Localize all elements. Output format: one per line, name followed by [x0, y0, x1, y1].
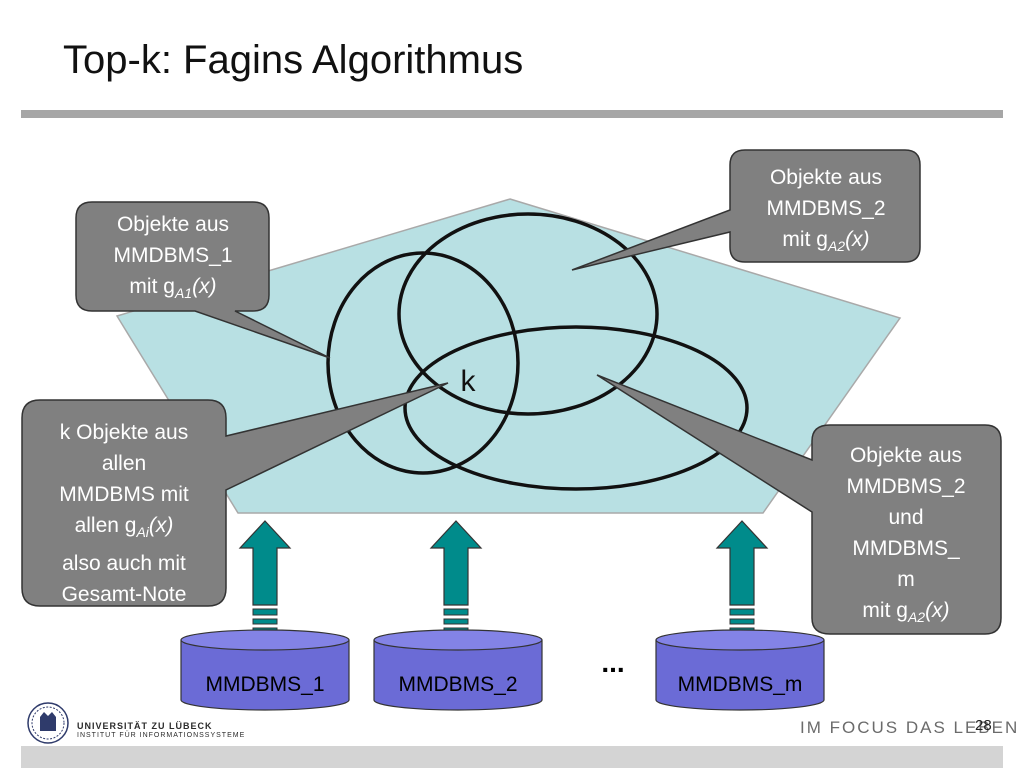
callout-2m-line2: MMDBMS_2	[846, 475, 966, 498]
callout-mmdbms2-line1: Objekte aus	[769, 166, 883, 189]
callout-2m-line1: Objekte aus	[849, 444, 963, 467]
callout-2m-g: mit g	[862, 599, 908, 622]
database-ellipsis: ...	[601, 647, 624, 678]
callout-2m-line3: und	[888, 506, 924, 529]
callout-2m-x: (x)	[925, 599, 950, 622]
callout-mmdbms1-text: Objekte aus MMDBMS_1 mit gA1(x)	[78, 209, 268, 309]
callout-mmdbms2-line3: mit gA2(x)	[732, 224, 920, 262]
callout-k-line2: allen	[101, 452, 147, 475]
set-ellipse-mmdbms2	[397, 212, 659, 416]
university-seal-logo	[27, 702, 69, 744]
callout-k-objects-text: k Objekte aus allen MMDBMS mit allen gAi…	[22, 417, 226, 610]
callout-mmdbms2-g: mit g	[782, 228, 828, 251]
intersection-k-label: k	[461, 365, 477, 398]
callout-mmdbms1-sub: A1	[174, 285, 193, 302]
arrow-up-mmdbms1	[238, 520, 292, 633]
arrow-up-mmdbmsm	[715, 520, 769, 633]
callout-mmdbms2-and-m	[596, 374, 1002, 635]
database-mmdbms1: MMDBMS_1	[180, 629, 350, 711]
database-mmdbms2: MMDBMS_2	[373, 629, 543, 711]
arrow-up-mmdbms2	[429, 520, 483, 633]
callout-2m-line5: m	[897, 568, 915, 591]
callout-mmdbms1	[75, 201, 331, 359]
page-number: 28	[975, 717, 992, 734]
callout-mmdbms2-and-m-text: Objekte aus MMDBMS_2 und MMDBMS_ m mit g…	[812, 440, 1000, 632]
institute-name: INSTITUT FÜR INFORMATIONSSYSTEME	[77, 732, 246, 739]
callout-2m-sub: A2	[907, 609, 926, 626]
callout-mmdbms1-line2: MMDBMS_1	[113, 244, 233, 267]
callout-mmdbms2-line2: MMDBMS_2	[766, 197, 886, 220]
title-divider	[21, 110, 1003, 118]
callout-k-sub: Ai	[136, 524, 149, 541]
callout-2m-line6: mit gA2(x)	[812, 595, 1000, 632]
database-label-mmdbmsm: MMDBMS_m	[678, 673, 803, 696]
callout-k-line4: allen gAi(x)	[22, 510, 226, 548]
set-ellipse-mmdbmsm	[403, 325, 749, 491]
callout-k-line1: k Objekte aus	[59, 421, 189, 444]
callout-k-line6: Gesamt-Note	[61, 583, 187, 607]
callout-mmdbms1-x: (x)	[192, 275, 217, 298]
callout-k-g: allen g	[74, 514, 137, 537]
callout-k-line5: also auch mit	[62, 552, 186, 576]
database-label-mmdbms1: MMDBMS_1	[205, 673, 324, 696]
footer-bar	[21, 746, 1003, 768]
callout-mmdbms1-line1: Objekte aus	[116, 213, 230, 236]
callout-mmdbms1-line3: mit gA1(x)	[78, 271, 268, 309]
university-name: UNIVERSITÄT ZU LÜBECK	[77, 721, 213, 731]
callout-mmdbms2-x: (x)	[845, 228, 870, 251]
callout-k-objects	[21, 382, 449, 607]
callout-mmdbms2	[571, 149, 921, 271]
callout-2m-line4: MMDBMS_	[852, 537, 960, 560]
database-mmdbmsm: MMDBMS_m	[655, 629, 825, 711]
database-label-mmdbms2: MMDBMS_2	[398, 673, 517, 696]
callout-mmdbms1-g: mit g	[129, 275, 175, 298]
university-motto: IM FOCUS DAS LEBEN	[800, 718, 1020, 737]
callout-mmdbms2-text: Objekte aus MMDBMS_2 mit gA2(x)	[732, 162, 920, 262]
slide-title: Top-k: Fagins Algorithmus	[63, 38, 524, 82]
callout-mmdbms2-sub: A2	[827, 238, 846, 255]
callout-k-x: (x)	[148, 514, 174, 537]
set-ellipse-mmdbms1	[326, 251, 520, 475]
callout-k-line3: MMDBMS mit	[59, 483, 189, 506]
